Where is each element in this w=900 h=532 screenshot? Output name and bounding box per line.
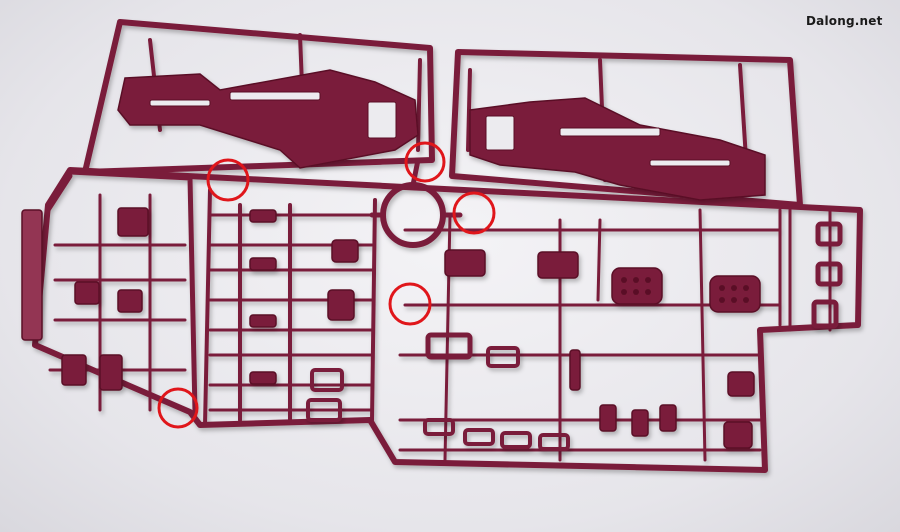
highlight-circle xyxy=(388,282,432,326)
highlight-circle xyxy=(157,387,199,429)
upper-left-frame xyxy=(82,19,435,175)
watermark: Dalong.net xyxy=(806,14,883,28)
kit-parts xyxy=(21,69,843,451)
left-armor-plate xyxy=(117,69,419,169)
right-armor-plate xyxy=(469,97,766,201)
highlight-circle xyxy=(452,191,496,235)
highlight-circle xyxy=(206,158,250,202)
highlight-circle xyxy=(404,141,446,183)
highlight-circles xyxy=(157,141,496,429)
